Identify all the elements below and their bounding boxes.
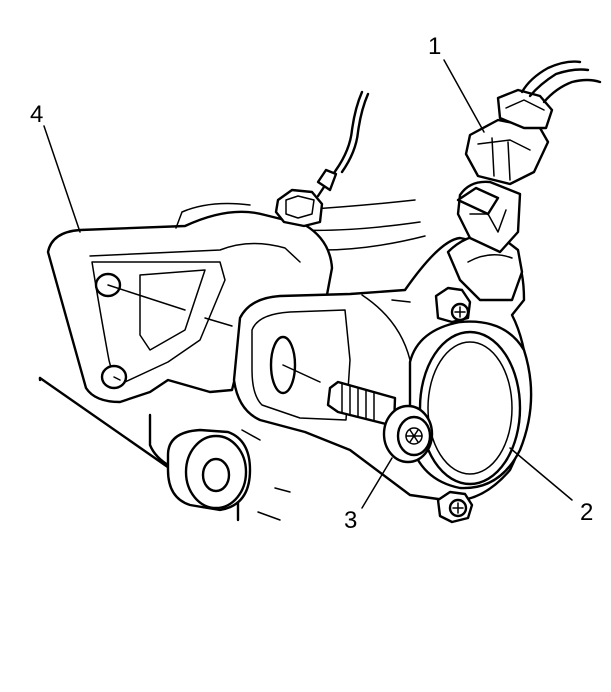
bracket-bolt [274, 90, 370, 228]
callout-3: 3 [344, 507, 357, 534]
leader-line-1 [443, 59, 485, 133]
mounting-bracket [46, 202, 334, 404]
mounting-bolt [326, 380, 434, 464]
callout-1: 1 [428, 33, 441, 60]
lower-bushing [166, 428, 252, 512]
valve-gasket [408, 320, 533, 490]
alignment-lines [107, 284, 321, 383]
leader-lines [43, 59, 573, 509]
callout-2: 2 [580, 499, 593, 526]
leader-line-4 [43, 125, 81, 233]
callout-4: 4 [30, 101, 43, 128]
leader-line-2 [509, 447, 573, 501]
leader-line-3 [361, 457, 393, 509]
harness-connector [464, 60, 602, 186]
